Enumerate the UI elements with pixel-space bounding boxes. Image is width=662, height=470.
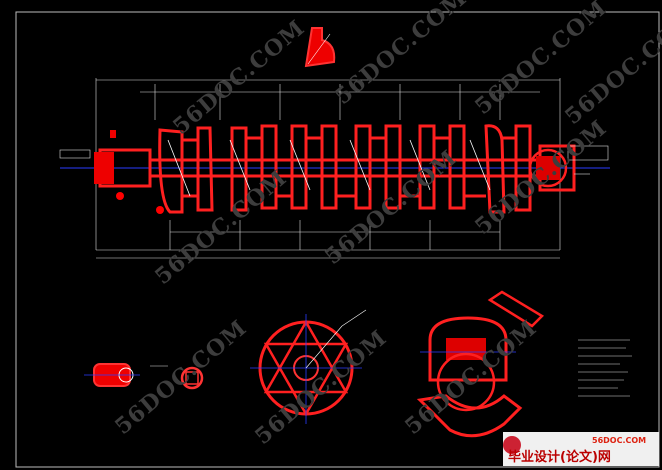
site-logo-text: 56DOC.COM	[592, 436, 647, 445]
drawing-frame	[15, 11, 660, 468]
view-f-detail	[84, 363, 204, 390]
title-block	[503, 432, 659, 466]
front-end-features	[59, 130, 164, 214]
crankshaft-body	[98, 124, 576, 214]
technical-notes	[578, 339, 632, 397]
dimension-lines	[95, 78, 561, 259]
oil-passages	[167, 139, 491, 197]
section-dd-view	[416, 290, 545, 438]
section-cc-view	[250, 309, 367, 424]
counterweight-detail	[304, 27, 336, 68]
footer-banner: 毕业设计(论文)网	[508, 450, 611, 465]
logo-icon	[503, 436, 521, 454]
rear-flange	[528, 145, 609, 188]
